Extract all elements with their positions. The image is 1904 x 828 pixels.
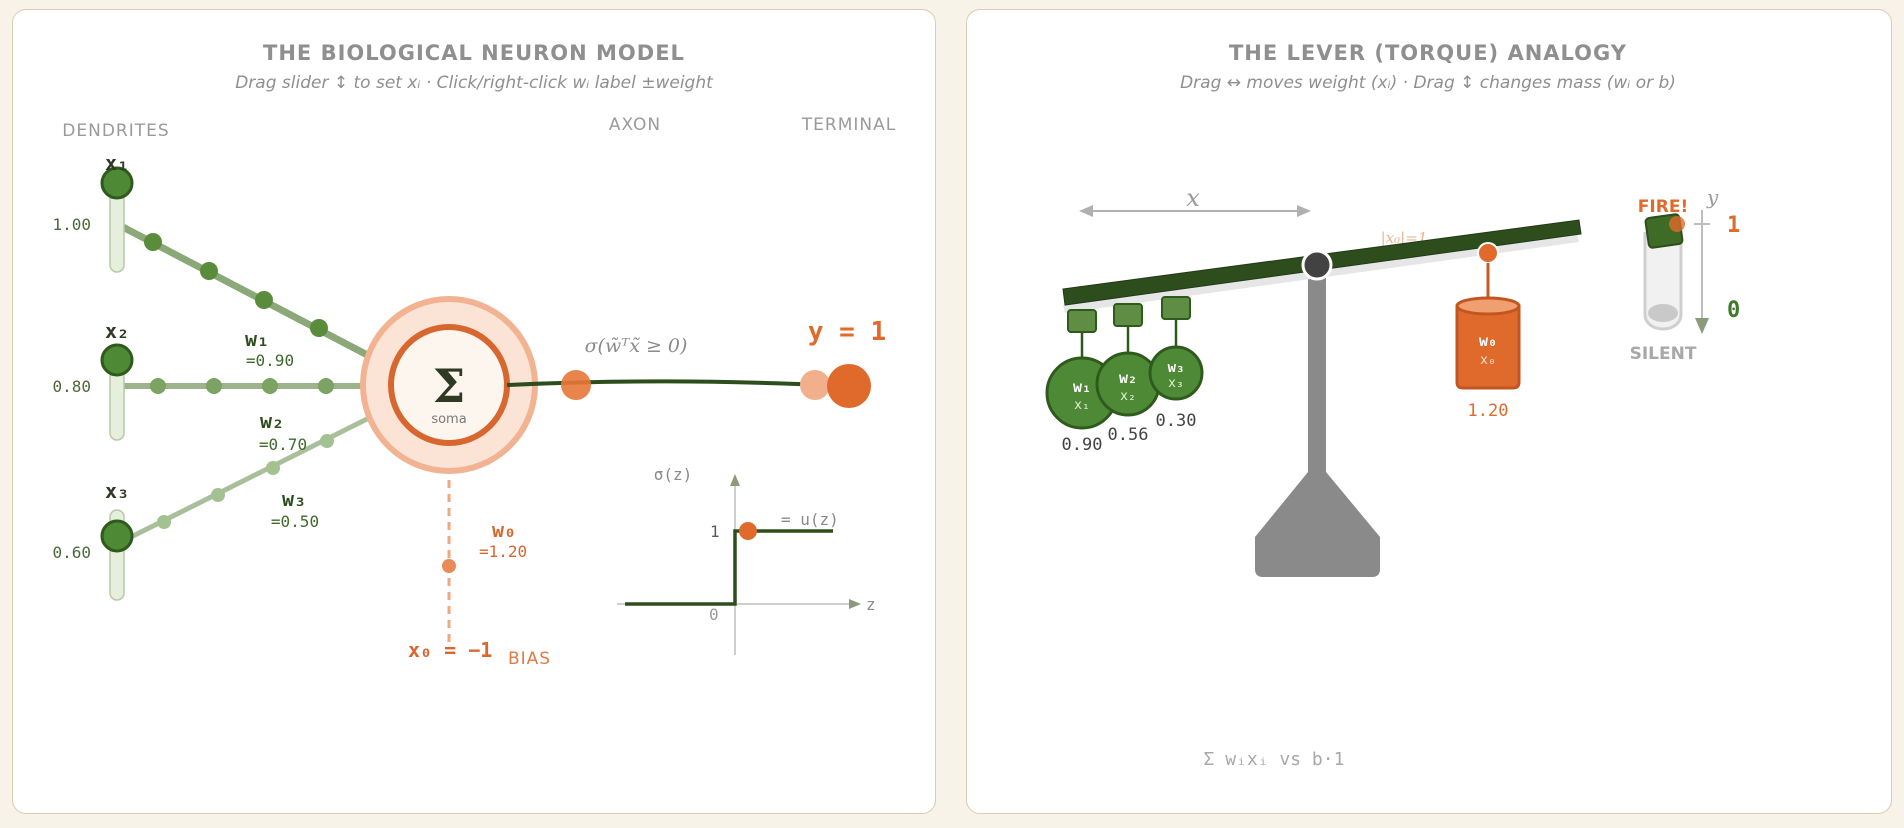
svg-text:w₂: w₂ [1119,369,1137,387]
weight-label-1[interactable]: w₁ =0.90 [245,327,294,370]
input-slider-3[interactable] [100,509,134,601]
svg-text:=0.50: =0.50 [271,512,319,531]
soma-sum-symbol: Σ [433,359,466,413]
input-2-value: 0.80 [52,377,91,396]
bias-mass-value: 1.20 [1468,401,1509,421]
svg-text:=0.70: =0.70 [259,435,307,454]
svg-text:x₁: x₁ [1074,398,1090,413]
fire-spark [1669,216,1685,232]
svg-text:w₃: w₃ [1168,360,1185,376]
bias-input-label: x₀ = −1 [408,638,492,662]
weight-mass-3-value: 0.30 [1156,411,1197,431]
mass-hook-1 [1067,309,1097,358]
svg-text:=1.20: =1.20 [479,542,527,561]
bias-mass[interactable]: w₀ x₀ [1455,296,1521,390]
x-distance-arrow [1079,205,1311,217]
input-slider-1[interactable] [100,166,134,273]
weight-mass-1-value: 0.90 [1062,435,1103,455]
input-2-name: x₂ [105,319,129,343]
svg-text:w₁: w₁ [245,327,269,351]
step-plot-tick-one: 1 [710,522,720,541]
svg-text:w₀: w₀ [492,518,516,542]
neuron-diagram: THE BIOLOGICAL NEURON MODEL Drag slider … [52,41,896,669]
lever-analogy-panel: THE LEVER (TORQUE) ANALOGY Drag ↔ moves … [966,9,1892,814]
step-plot-annotation: = u(z) [781,510,839,529]
panel-title: THE BIOLOGICAL NEURON MODEL [263,41,685,65]
panel-title: THE LEVER (TORQUE) ANALOGY [1229,41,1627,65]
weight-mass-2[interactable]: w₂ x₂ [1095,351,1161,417]
step-plot-xlabel: z [866,595,876,614]
step-function-plot [617,474,861,655]
terminal-label: TERMINAL [801,115,896,135]
svg-text:w₃: w₃ [282,487,306,511]
weight-label-3[interactable]: w₃ =0.50 [271,487,319,531]
svg-text:=0.90: =0.90 [246,351,294,370]
x-label: x [1186,184,1200,212]
bias-label: BIAS [508,649,551,669]
y-axis-one: 1 [1727,213,1740,238]
svg-text:w₂: w₂ [260,409,284,433]
svg-text:x₃: x₃ [1168,376,1184,391]
silent-label: SILENT [1630,344,1697,364]
svg-text:x₀: x₀ [1480,353,1496,368]
panel-subtitle: Drag ↔ moves weight (xᵢ) · Drag ↕ change… [1180,73,1676,93]
step-plot-ylabel: σ(z) [654,465,693,484]
input-3-name: x₃ [105,479,129,503]
terminal-output [827,364,871,408]
dendrites-label: DENDRITES [62,121,169,141]
input-1-value: 1.00 [52,215,91,234]
y-axis-indicator [1694,210,1710,334]
mass-hook-3 [1161,296,1191,346]
lever-diagram: THE LEVER (TORQUE) ANALOGY Drag ↔ moves … [1045,41,1740,770]
soma [360,296,538,474]
weight-mass-3[interactable]: w₃ x₃ [1148,345,1204,401]
neuron-model-panel: THE BIOLOGICAL NEURON MODEL Drag slider … [12,9,936,814]
weight-mass-2-value: 0.56 [1108,425,1149,445]
svg-text:w₀: w₀ [1479,332,1497,350]
step-plot-tick-zero: 0 [709,605,719,624]
input-1-name: x₁ [105,151,129,175]
soma-label: soma [431,412,466,427]
bias-signal-dot [442,559,456,573]
axon-label: AXON [609,115,661,135]
torque-equation: Σ wᵢxᵢ vs b·1 [1204,749,1345,770]
bias-pivot [1477,242,1499,264]
axon-signal [561,370,591,400]
mass-hook-2 [1113,303,1143,352]
svg-text:x₂: x₂ [1120,389,1136,404]
axon-line [506,379,848,388]
fulcrum-pivot [1301,249,1333,281]
fire-label: FIRE! [1638,197,1688,217]
output-indicator-tube [1643,232,1683,331]
fulcrum-stand [1255,272,1380,577]
dendrite-3 [114,407,388,547]
y-axis-zero: 0 [1727,298,1740,323]
bias-weight-label[interactable]: w₀ =1.20 [479,518,527,561]
terminal-glow [800,370,830,400]
weight-label-2[interactable]: w₂ =0.70 [259,409,307,454]
activation-label: σ(w̃ᵀx̃ ≥ 0) [585,335,688,357]
svg-text:w₁: w₁ [1073,378,1091,396]
y-axis-label: y [1706,185,1719,209]
input-3-value: 0.60 [52,543,91,562]
output-label: y = 1 [808,317,886,347]
panel-subtitle: Drag slider ↕ to set xᵢ · Click/right-cl… [235,73,714,93]
input-slider-2[interactable] [100,343,134,441]
